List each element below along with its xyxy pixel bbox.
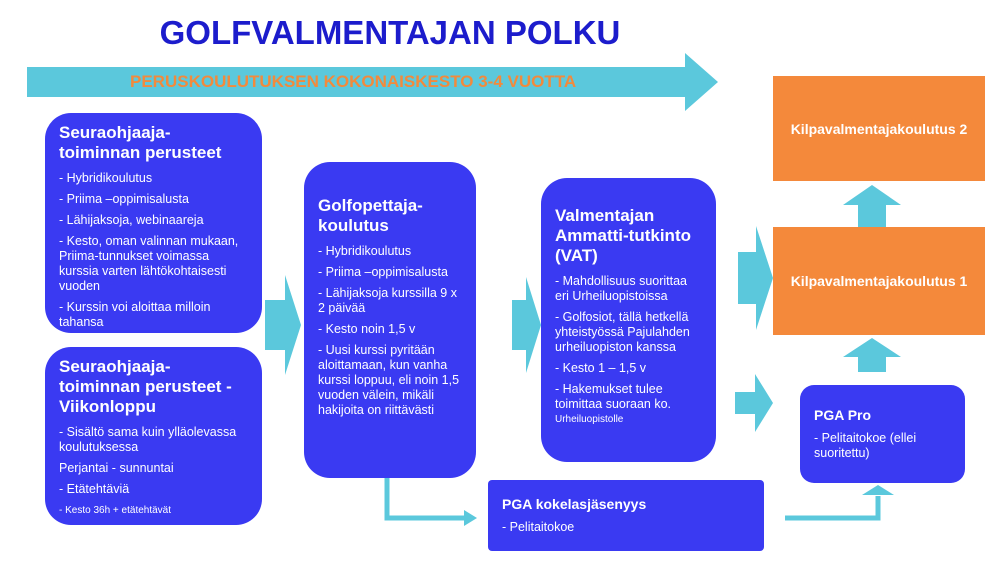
duration-banner: PERUSKOULUTUKSEN KOKONAISKESTO 3-4 VUOTT… — [130, 72, 577, 91]
box-item: - Uusi kurssi pyritään aloittamaan, kun … — [318, 343, 460, 417]
box-heading: Valmentajan Ammatti-tutkinto (VAT) — [555, 206, 691, 265]
box-golfopettaja: Golfopettaja-koulutus - Hybridikoulutus … — [304, 162, 476, 478]
arrow-up-3 — [862, 485, 894, 495]
box-item: - Etätehtäviä — [59, 482, 130, 496]
box-kilpa1: Kilpavalmentajakoulutus 1 — [773, 227, 985, 335]
box-item: - Sisältö sama kuin ylläolevassa koulutu… — [59, 425, 237, 454]
arrow-right-1 — [265, 275, 301, 375]
box-item: - Kesto noin 1,5 v — [318, 322, 416, 336]
box-pga-kokelas: PGA kokelasjäsenyys - Pelitaitokoe — [488, 480, 764, 551]
arrow-up-2 — [843, 338, 901, 372]
arrow-up-1 — [843, 185, 901, 227]
box-item: - Lähijaksoja, webinaareja — [59, 213, 204, 227]
connector-to-pga-kokelas — [384, 478, 466, 521]
connector-to-pga-pro — [785, 496, 881, 521]
box-item: - Hakemukset tulee toimittaa suoraan ko. — [555, 382, 672, 411]
box-vat: Valmentajan Ammatti-tutkinto (VAT) - Mah… — [541, 178, 716, 462]
duration-arrow — [27, 53, 718, 111]
box-seuraohjaaja-viikonloppu: Seuraohjaaja-toiminnan perusteet - Viiko… — [45, 347, 262, 525]
box-item: Perjantai - sunnuntai — [59, 461, 174, 475]
box-item: - Golfosiot, tällä hetkellä yhteistyössä… — [555, 310, 690, 354]
box-item: - Kesto 36h + etätehtävät — [59, 505, 172, 516]
box-seuraohjaaja: Seuraohjaaja-toiminnan perusteet - Hybri… — [45, 113, 262, 333]
box-item: - Priima –oppimisalusta — [318, 265, 448, 279]
box-heading: Golfopettaja-koulutus — [318, 196, 423, 235]
box-item: - Pelitaitokoe — [502, 520, 575, 534]
box-item: - Lähijaksoja kurssilla 9 x 2 päivää — [318, 286, 457, 315]
box-heading: Seuraohjaaja-toiminnan perusteet — [59, 123, 222, 162]
page-title: GOLFVALMENTAJAN POLKU — [159, 14, 621, 51]
box-kilpa2: Kilpavalmentajakoulutus 2 — [773, 76, 985, 181]
box-item: - Hybridikoulutus — [59, 171, 153, 185]
arrow-right-3 — [738, 226, 773, 330]
box-item: - Kurssin voi aloittaa milloin tahansa — [59, 300, 211, 329]
box-item: Urheiluopistolle — [555, 414, 624, 425]
box-item: - Kesto 1 – 1,5 v — [555, 361, 647, 375]
box-item: - Hybridikoulutus — [318, 244, 412, 258]
box-item: - Kesto, oman valinnan mukaan, Priima-tu… — [59, 234, 239, 293]
box-heading: PGA Pro — [814, 407, 872, 423]
box-item: - Priima –oppimisalusta — [59, 192, 189, 206]
arrow-right-4 — [735, 374, 773, 432]
box-pga-pro: PGA Pro - Pelitaitokoe (ellei suoritettu… — [800, 385, 965, 483]
box-item: - Pelitaitokoe (ellei suoritettu) — [814, 431, 917, 460]
box-heading: PGA kokelasjäsenyys — [502, 496, 647, 512]
box-heading: Seuraohjaaja-toiminnan perusteet - Viiko… — [59, 357, 232, 416]
arrow-right-2 — [512, 277, 541, 373]
box-item: - Mahdollisuus suorittaa eri Urheiluopis… — [555, 274, 688, 303]
